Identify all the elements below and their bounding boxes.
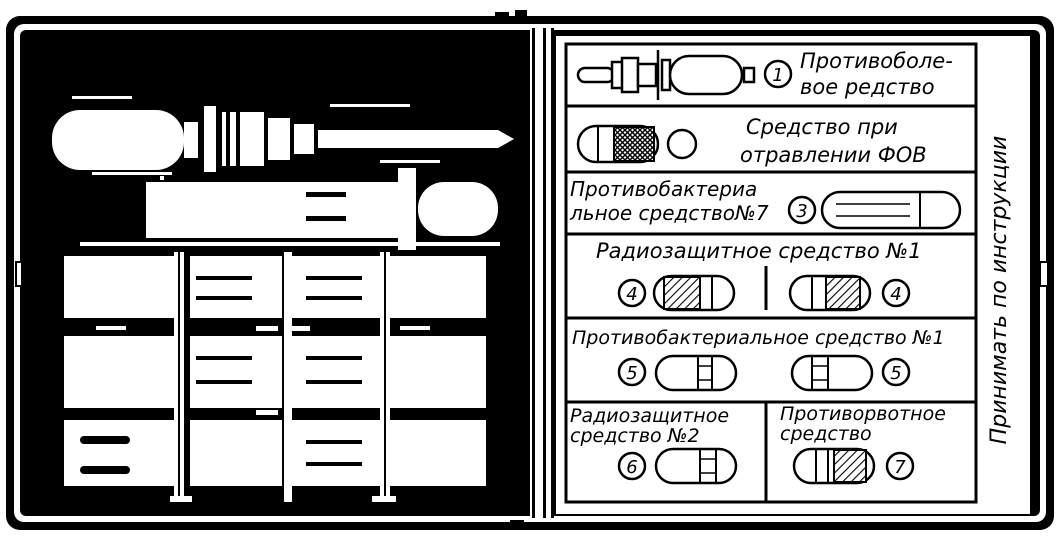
compartment-1: 1 Противоболе- вое редство	[576, 49, 953, 100]
compartment-2: Средство при отравлении ФОВ	[576, 115, 927, 167]
compartment-4: Радиозащитное средство №1 4 4	[596, 239, 922, 312]
empty-circle-marker	[666, 128, 698, 160]
compartment-5: Противобактериальное средство №1 5 5	[572, 327, 945, 392]
capsule-icon-5-left	[654, 354, 738, 392]
number-circle-3	[787, 195, 817, 225]
compartment-4-label: Радиозащитное средство №1	[596, 239, 922, 263]
compartment-5-number-right: 5	[890, 363, 901, 384]
compartment-1-label-line-2: вое редство	[800, 75, 935, 99]
left-compartment	[28, 36, 530, 512]
compartment-7-number: 7	[894, 457, 906, 478]
number-circle-1	[763, 59, 793, 89]
number-circle-4-left	[617, 278, 647, 308]
compartment-5-label: Противобактериальное средство №1	[572, 327, 945, 349]
separator-line	[80, 242, 500, 246]
compartment-6-label-line-1: Радиозащитное	[570, 405, 729, 427]
side-note-instruction: Принимать по инструкции	[987, 136, 1012, 445]
capsule-icon-5-right	[790, 354, 874, 392]
compartment-7: Противорвотное средство 7	[780, 403, 946, 485]
compartment-5-number-left: 5	[626, 363, 637, 384]
capsule-icon-4-right	[788, 274, 872, 312]
pencil-case-icon	[576, 124, 660, 164]
capsule-icon-4-left	[652, 274, 736, 312]
compartment-3-label-line-2: льное средство№7	[569, 201, 769, 225]
capsule-icon-6	[654, 447, 738, 485]
compartment-7-label-line-1: Противорвотное	[780, 403, 946, 425]
long-capsule-icon	[820, 190, 962, 230]
syringe-tube-illustration	[52, 96, 514, 175]
compartment-6: Радиозащитное средство №2 6	[570, 405, 738, 485]
number-circle-6	[617, 451, 647, 481]
number-circle-7	[885, 451, 915, 481]
syringe-tube-icon	[576, 50, 756, 100]
compartment-6-number: 6	[626, 457, 637, 478]
compartment-7-label-line-2: средство	[780, 423, 872, 445]
lid-panel	[556, 36, 1030, 514]
compartment-1-label-line-1: Противоболе-	[800, 49, 953, 73]
number-circle-5-left	[617, 357, 647, 387]
compartment-2-label-line-1: Средство при	[746, 115, 898, 139]
number-circle-4-right	[881, 278, 911, 308]
pencil-case-grid	[64, 252, 486, 502]
number-circle-5-right	[881, 357, 911, 387]
compartment-3-number: 3	[796, 201, 807, 222]
compartment-6-label-line-2: средство №2	[570, 425, 700, 447]
compartment-2-label-line-2: отравлении ФОВ	[740, 143, 927, 167]
compartment-3-label-line-1: Противобактериа	[570, 177, 757, 201]
compartment-3: Противобактериа льное средство№7 3	[569, 177, 962, 230]
compartment-4-number-right: 4	[890, 284, 901, 305]
hinge	[530, 28, 554, 518]
capsule-icon-7	[792, 447, 876, 485]
compartment-1-number: 1	[772, 65, 783, 86]
compartment-4-number-left: 4	[626, 284, 637, 305]
cylinder-case-illustration	[146, 168, 498, 250]
